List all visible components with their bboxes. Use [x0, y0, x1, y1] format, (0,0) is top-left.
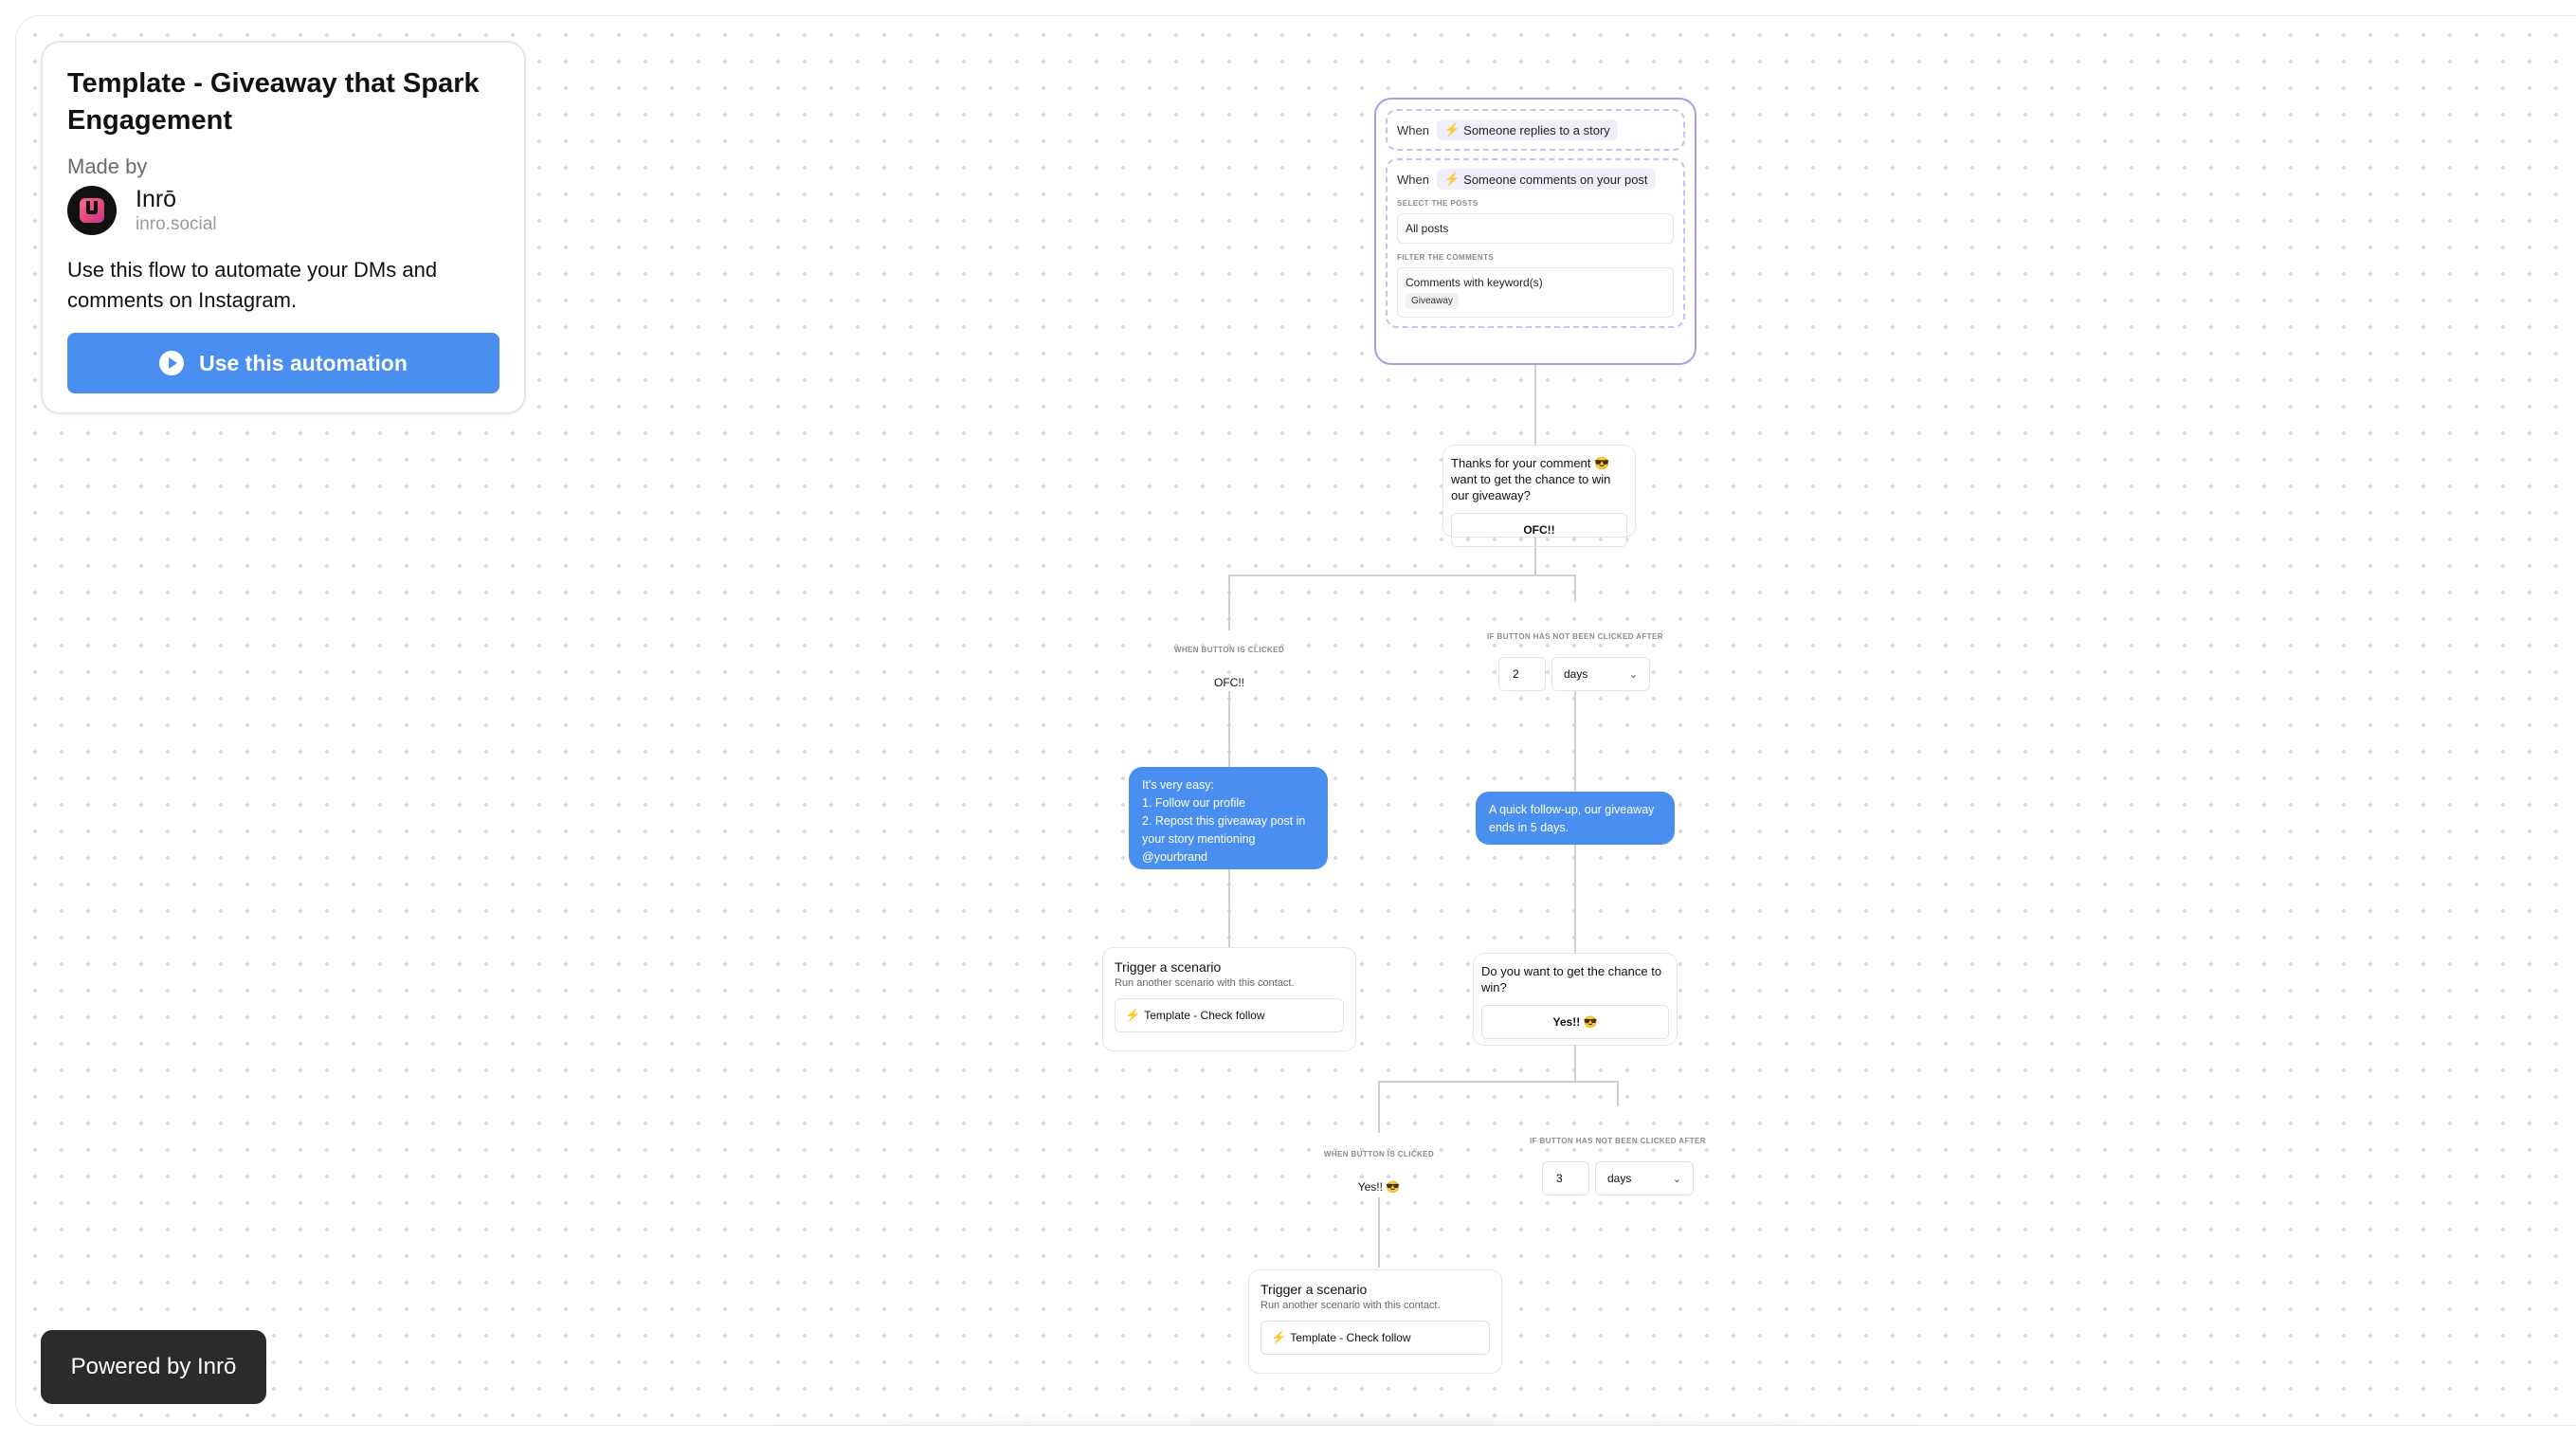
- delay-number-input[interactable]: 3: [1542, 1161, 1589, 1195]
- when-clicked-label: WHEN BUTTON IS CLICKED: [1173, 646, 1285, 654]
- flow-canvas[interactable]: Template - Giveaway that Spark Engagemen…: [15, 15, 2576, 1426]
- use-automation-label: Use this automation: [199, 350, 408, 375]
- filter-value: Comments with keyword(s): [1406, 276, 1543, 289]
- story-event-label: Someone replies to a story: [1463, 122, 1610, 137]
- posts-selector[interactable]: All posts: [1397, 213, 1674, 244]
- avatar: [67, 186, 117, 235]
- comment-filter[interactable]: Comments with keyword(s) Giveaway: [1397, 267, 1674, 318]
- delay-number-input[interactable]: 2: [1498, 657, 1546, 691]
- message-button[interactable]: Yes!! 😎: [1481, 1005, 1669, 1039]
- template-info-card: Template - Giveaway that Spark Engagemen…: [41, 41, 526, 414]
- message-text: Thanks for your comment 😎 want to get th…: [1451, 456, 1611, 502]
- author: Inrō inro.social: [67, 185, 499, 236]
- scenario-title: Trigger a scenario: [1115, 959, 1222, 975]
- not-clicked-label: IF BUTTON HAS NOT BEEN CLICKED AFTER: [1487, 632, 1663, 641]
- bubble-line: 1. Follow our profile: [1142, 796, 1246, 810]
- canvas-bottom-shadow: [585, 1414, 2101, 1425]
- trigger-scenario-node[interactable]: Trigger a scenario Run another scenario …: [1248, 1269, 1502, 1374]
- play-icon: [159, 351, 185, 375]
- trigger-group[interactable]: When ⚡ Someone replies to a story When ⚡…: [1374, 98, 1696, 365]
- made-by-label: Made by: [67, 155, 148, 178]
- when-label: When: [1397, 172, 1429, 187]
- delay-unit-value: days: [1607, 1172, 1632, 1185]
- when-label: When: [1397, 122, 1429, 137]
- scenario-target-selector[interactable]: ⚡ Template - Check follow: [1261, 1321, 1490, 1355]
- lightning-icon: ⚡: [1271, 1330, 1287, 1344]
- clicked-button-value: OFC!!: [1214, 676, 1244, 689]
- powered-by-badge[interactable]: Powered by Inrō: [41, 1330, 266, 1404]
- scenario-subtitle: Run another scenario with this contact.: [1115, 977, 1295, 989]
- keyword-tag: Giveaway: [1406, 293, 1459, 309]
- delay-unit-value: days: [1564, 667, 1588, 681]
- trigger-chip: ⚡ Someone comments on your post: [1436, 169, 1656, 190]
- message-node[interactable]: Do you want to get the chance to win? Ye…: [1473, 953, 1678, 1046]
- scenario-target-selector[interactable]: ⚡ Template - Check follow: [1115, 998, 1344, 1032]
- message-bubble-followup[interactable]: A quick follow-up, our giveaway ends in …: [1476, 792, 1675, 845]
- trigger-chip: ⚡ Someone replies to a story: [1436, 119, 1618, 140]
- chevron-down-icon: ⌄: [1628, 668, 1638, 681]
- lightning-icon: ⚡: [1125, 1008, 1141, 1022]
- trigger-scenario-node[interactable]: Trigger a scenario Run another scenario …: [1102, 947, 1356, 1051]
- bubble-line: It's very easy:: [1142, 778, 1215, 792]
- use-automation-button[interactable]: Use this automation: [67, 333, 499, 393]
- trigger-post-comment[interactable]: When ⚡ Someone comments on your post SEL…: [1386, 158, 1685, 328]
- scenario-target-label: Template - Check follow: [1290, 1331, 1411, 1344]
- template-description: Use this flow to automate your DMs and c…: [67, 258, 438, 312]
- not-clicked-label: IF BUTTON HAS NOT BEEN CLICKED AFTER: [1530, 1137, 1706, 1145]
- clicked-button-value: Yes!! 😎: [1357, 1180, 1401, 1194]
- filter-comments-label: FILTER THE COMMENTS: [1397, 253, 1495, 262]
- message-button[interactable]: OFC!!: [1451, 513, 1627, 547]
- select-posts-label: SELECT THE POSTS: [1397, 199, 1478, 208]
- scenario-target-label: Template - Check follow: [1144, 1009, 1265, 1022]
- author-site: inro.social: [136, 214, 217, 234]
- delay-unit-select[interactable]: days ⌄: [1595, 1161, 1694, 1195]
- message-text: Do you want to get the chance to win?: [1481, 964, 1662, 994]
- when-clicked-label: WHEN BUTTON IS CLICKED: [1323, 1150, 1435, 1158]
- template-title: Template - Giveaway that Spark Engagemen…: [67, 68, 480, 136]
- scenario-title: Trigger a scenario: [1261, 1282, 1368, 1297]
- lightning-icon: ⚡: [1443, 172, 1460, 186]
- message-node[interactable]: Thanks for your comment 😎 want to get th…: [1442, 445, 1636, 547]
- author-name: Inrō: [136, 186, 177, 212]
- scenario-subtitle: Run another scenario with this contact.: [1261, 1300, 1441, 1311]
- delay-unit-select[interactable]: days ⌄: [1551, 657, 1650, 691]
- comment-event-label: Someone comments on your post: [1463, 172, 1648, 187]
- bubble-line: 2. Repost this giveaway post in your sto…: [1142, 814, 1306, 864]
- chevron-down-icon: ⌄: [1672, 1173, 1681, 1185]
- trigger-story-reply[interactable]: When ⚡ Someone replies to a story: [1386, 109, 1685, 151]
- lightning-icon: ⚡: [1443, 122, 1460, 137]
- message-bubble-instructions[interactable]: It's very easy: 1. Follow our profile 2.…: [1129, 767, 1328, 869]
